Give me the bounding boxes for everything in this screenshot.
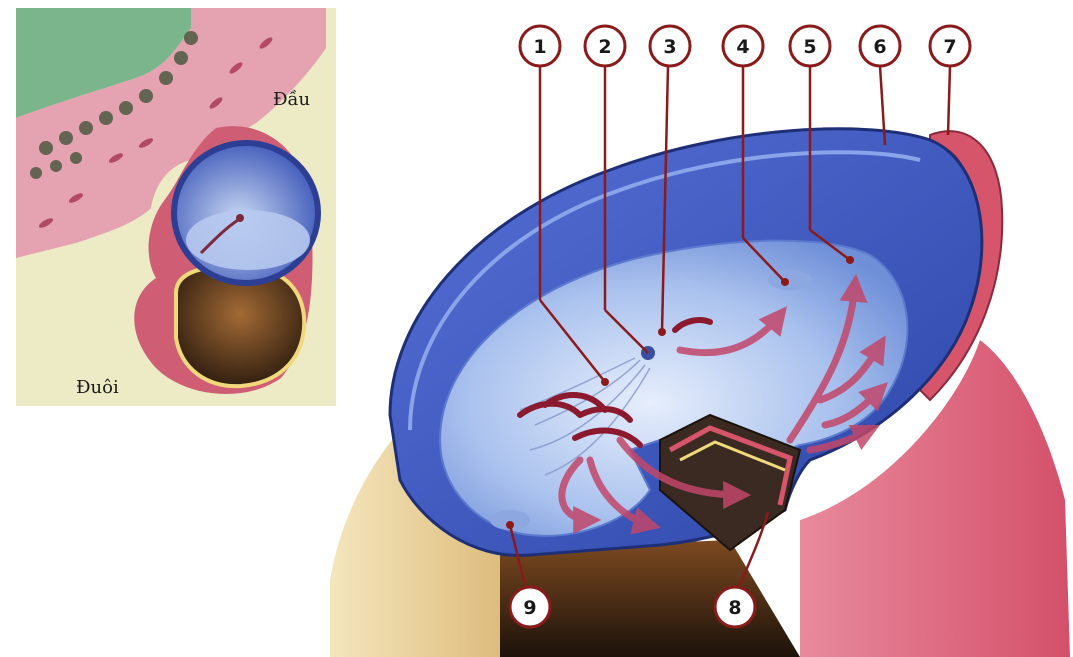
dark-cavity [500, 540, 800, 657]
callout-9: 9 [508, 585, 552, 629]
inset-embryonic-disc [186, 210, 310, 270]
callout-3-label: 3 [663, 36, 676, 58]
callout-2-label: 2 [598, 36, 611, 58]
tan-tissue-left [330, 420, 520, 657]
leader-lines [508, 65, 952, 586]
inset-cell-layer [30, 31, 198, 179]
inset-head-label: Đầu [273, 89, 310, 110]
cranial-spot [768, 270, 812, 290]
callout-4: 4 [721, 24, 765, 68]
callout-1-label: 1 [533, 36, 546, 58]
inset-green-tissue [16, 8, 191, 118]
inset-primitive-streak [199, 218, 239, 255]
callout-5-label: 5 [803, 36, 816, 58]
inset-tail-label: Đuôi [76, 377, 119, 398]
inset-embryo-illustration: Đầu Đuôi [16, 8, 336, 406]
callout-8-label: 8 [728, 597, 741, 619]
migration-arrows [558, 273, 888, 535]
invagination-arcs [517, 317, 713, 448]
cut-notch-layers [668, 425, 793, 506]
callout-7-label: 7 [943, 36, 956, 58]
callout-7: 7 [928, 24, 972, 68]
callout-9-label: 9 [523, 597, 536, 619]
inset-node [236, 214, 244, 222]
callout-6: 6 [858, 24, 902, 68]
callout-4-label: 4 [736, 36, 749, 58]
leader-dots [506, 256, 854, 529]
inset-pink-tissue [16, 8, 326, 258]
main-embryo-cutaway-diagram: 1 2 3 4 5 6 7 8 9 [330, 24, 1070, 657]
cloacal-spot [490, 510, 530, 530]
callout-6-label: 6 [873, 36, 886, 58]
callout-3: 3 [648, 24, 692, 68]
pink-tissue-right [800, 340, 1070, 657]
inset-cell-nuclei [38, 37, 273, 228]
callout-8: 8 [713, 585, 757, 629]
callout-1: 1 [518, 24, 562, 68]
cut-notch-yellow [679, 440, 786, 472]
inset-lower-cavity [176, 266, 305, 387]
callout-2: 2 [583, 24, 627, 68]
shell-rim [408, 150, 921, 431]
callout-5: 5 [788, 24, 832, 68]
